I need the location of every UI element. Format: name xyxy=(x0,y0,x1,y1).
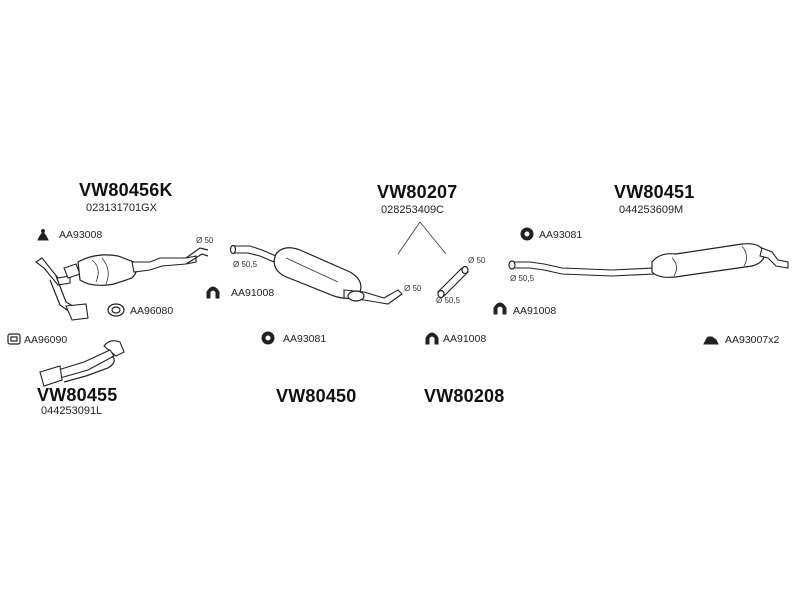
vw80207-bracket xyxy=(397,221,447,255)
part-number-vw80451: VW80451 xyxy=(614,182,695,202)
accessory-code-aa91008: AA91008 xyxy=(231,287,275,299)
part-number-vw80208: VW80208 xyxy=(424,386,505,406)
diameter-label: Ø 50,5 xyxy=(510,274,535,283)
pipe-clamp-icon xyxy=(425,332,439,345)
accessory-code-aa93007x2: AA93007x2 xyxy=(725,334,780,346)
gasket-square-icon xyxy=(7,333,21,345)
accessory-code-aa96080: AA96080 xyxy=(130,305,174,317)
diameter-label: Ø 50 xyxy=(404,284,422,293)
hanger-ring-icon xyxy=(520,227,534,241)
accessory-code-aa93008: AA93008 xyxy=(59,229,103,241)
intermediate-pipe-part xyxy=(437,265,469,299)
oem-number-028253409c: 028253409C xyxy=(381,204,445,216)
oem-number-044253091l: 044253091L xyxy=(41,405,103,417)
rear-silencer-part xyxy=(508,243,789,278)
diameter-label: Ø 50 xyxy=(468,256,486,265)
diameter-label: Ø 50,5 xyxy=(436,296,461,305)
pipe-clamp-icon xyxy=(206,286,220,299)
catalytic-converter-part xyxy=(35,247,209,321)
part-number-vw80207: VW80207 xyxy=(377,182,458,202)
part-number-vw80456k: VW80456K xyxy=(79,180,173,200)
oem-number-044253609m: 044253609M xyxy=(619,204,684,216)
diameter-label: Ø 50 xyxy=(196,236,214,245)
gasket-ring-icon xyxy=(107,303,125,317)
bracket-icon xyxy=(703,336,719,345)
middle-silencer-part xyxy=(229,244,403,305)
oem-number-023131701gx: 023131701GX xyxy=(86,202,157,214)
accessory-code-aa93081: AA93081 xyxy=(283,333,327,345)
rubber-mount-icon xyxy=(37,229,49,241)
part-number-vw80450: VW80450 xyxy=(276,386,357,406)
front-pipe-part xyxy=(39,340,125,387)
accessory-code-aa91008: AA91008 xyxy=(513,305,557,317)
hanger-ring-icon xyxy=(261,331,275,345)
accessory-code-aa96090: AA96090 xyxy=(24,334,68,346)
accessory-code-aa93081: AA93081 xyxy=(539,229,583,241)
part-number-vw80455: VW80455 xyxy=(37,385,118,405)
pipe-clamp-icon xyxy=(493,302,507,315)
diameter-label: Ø 50,5 xyxy=(233,260,258,269)
accessory-code-aa91008: AA91008 xyxy=(443,333,487,345)
